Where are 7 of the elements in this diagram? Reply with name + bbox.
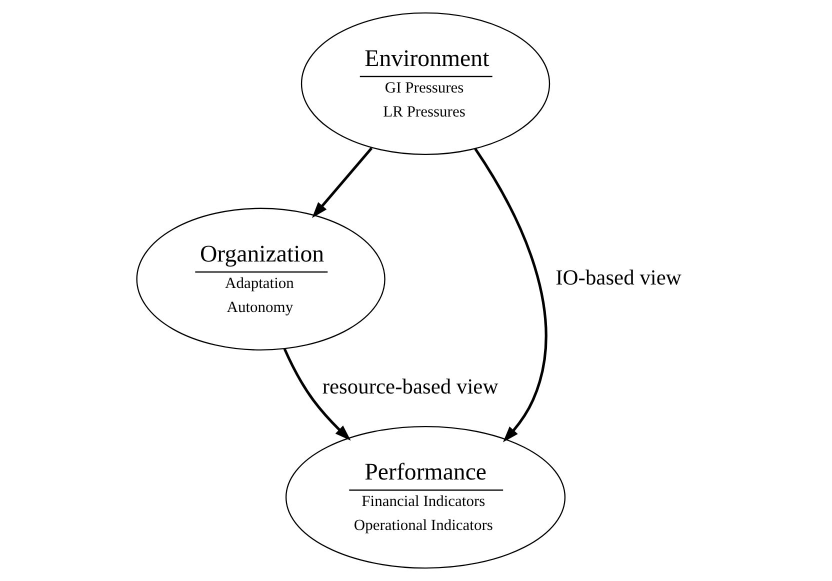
arrow (312, 147, 373, 218)
node-ellipse: Environment GI Pressures LR Pressures (300, 12, 550, 156)
node-ellipse: Organization Adaptation Autonomy (136, 208, 386, 351)
arrow (283, 348, 351, 441)
edge-label: IO-based view (556, 265, 682, 290)
edge-label: resource-based view (322, 374, 498, 398)
arrow (474, 148, 548, 442)
